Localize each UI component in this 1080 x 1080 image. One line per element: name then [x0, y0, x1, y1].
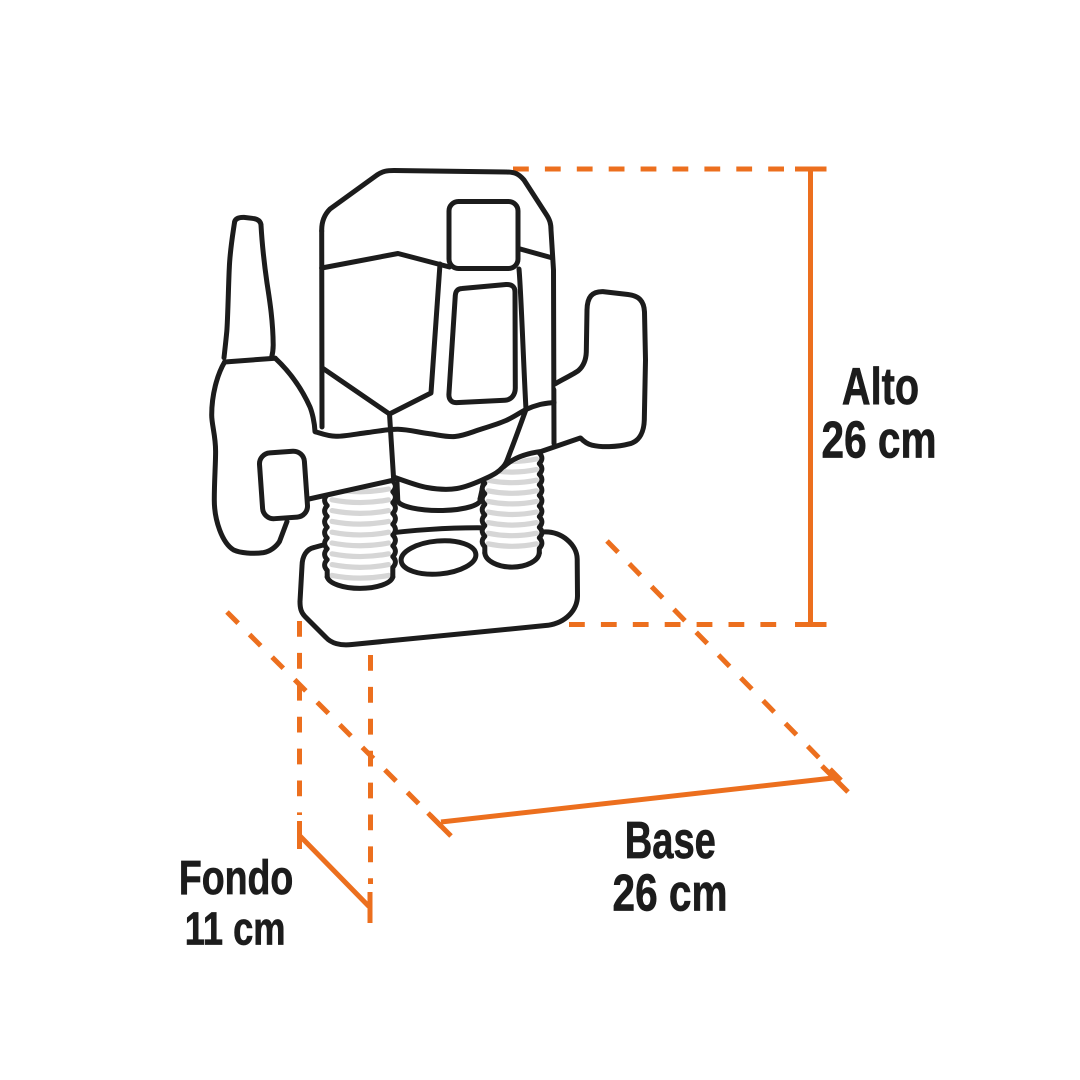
svg-text:11 cm: 11 cm — [185, 902, 286, 954]
svg-text:26 cm: 26 cm — [822, 411, 937, 469]
svg-text:Fondo: Fondo — [179, 852, 293, 905]
svg-text:Base: Base — [625, 811, 716, 869]
svg-text:26 cm: 26 cm — [613, 864, 728, 922]
svg-text:Alto: Alto — [842, 357, 919, 415]
